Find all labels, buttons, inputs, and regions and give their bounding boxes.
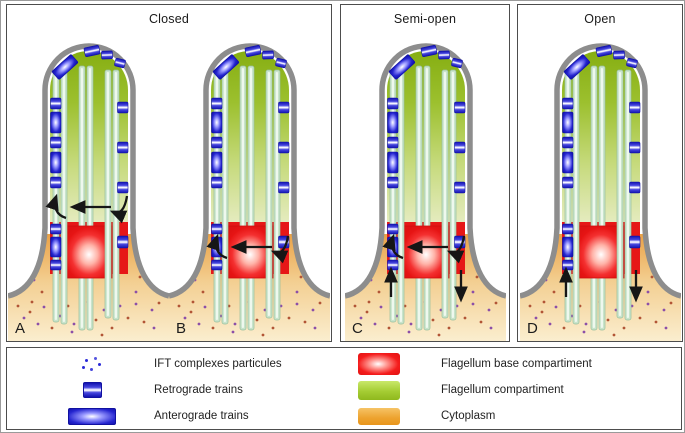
legend-label: Retrograde trains	[154, 384, 243, 396]
flagellum-diagram	[345, 43, 506, 341]
legend-label: Anterograde trains	[154, 410, 249, 422]
panel-title-open: Open	[584, 12, 616, 26]
retrograde-train-icon	[82, 382, 102, 398]
legend-item: Cytoplasm	[349, 403, 592, 429]
flagellum-label-a: A	[15, 320, 26, 337]
anterograde-train-icon	[68, 407, 116, 425]
panel-closed: Closed	[6, 4, 332, 342]
legend-label: Cytoplasm	[441, 410, 496, 422]
legend-left-column: IFT complexes particules Retrograde trai…	[62, 351, 282, 429]
legend-label: Flagellum base compartiment	[441, 358, 592, 370]
legend-box: IFT complexes particules Retrograde trai…	[6, 347, 682, 430]
legend-right-column: Flagellum base compartiment Flagellum co…	[349, 351, 592, 429]
legend-item: Flagellum compartiment	[349, 377, 592, 403]
legend-item: IFT complexes particules	[62, 351, 282, 377]
flagellum-c: C	[345, 6, 506, 341]
legend-item: Flagellum base compartiment	[349, 351, 592, 377]
flagellum-diagram	[8, 43, 169, 341]
panel-semi-open: Semi-open	[340, 4, 510, 342]
panel-title-closed: Closed	[148, 12, 190, 26]
flagellum-label-b: B	[176, 320, 187, 337]
base-compartment-swatch	[358, 353, 400, 375]
flagellum-b: B	[169, 6, 330, 341]
legend-item: Retrograde trains	[62, 377, 282, 403]
panel-open: Open	[517, 4, 683, 342]
ift-particles-icon	[81, 356, 103, 372]
flagellum-diagram	[169, 43, 330, 341]
cytoplasm-swatch	[358, 407, 400, 425]
legend-item: Anterograde trains	[62, 403, 282, 429]
flagellum-label-d: D	[527, 320, 538, 337]
legend-label: Flagellum compartiment	[441, 384, 564, 396]
flagellum-diagram	[520, 43, 681, 341]
legend-label: IFT complexes particules	[154, 358, 282, 370]
flagellum-label-c: C	[352, 320, 363, 337]
flagellum-a: A	[8, 6, 169, 341]
flagellum-compartment-swatch	[358, 380, 400, 400]
panel-title-semi-open: Semi-open	[393, 12, 457, 26]
flagellum-d: D	[520, 6, 681, 341]
